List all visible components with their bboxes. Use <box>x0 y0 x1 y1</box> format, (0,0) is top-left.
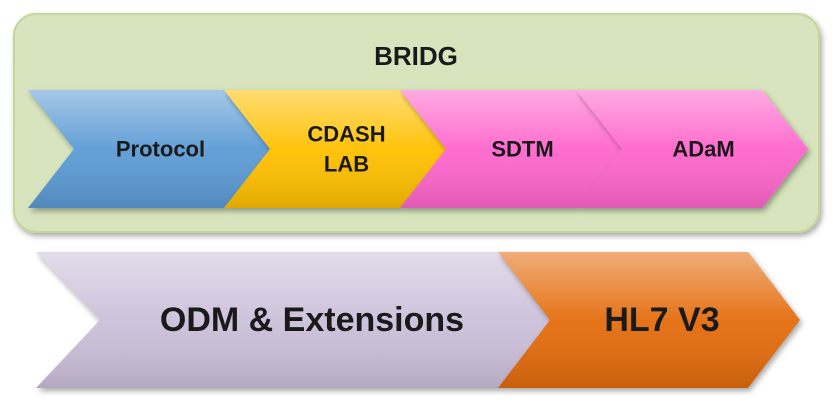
chevron-hl7-v3-gloss <box>498 252 800 388</box>
chevron-cdash-lab-label: LAB <box>324 151 369 176</box>
chevron-odm-and-extensions-label: ODM & Extensions <box>160 301 464 339</box>
bridg-title: BRIDG <box>374 41 458 71</box>
chevron-hl7-v3: HL7 V3 <box>498 252 800 388</box>
chevron-cdash-lab-gloss <box>224 90 446 208</box>
bridg-chevron-row: Protocol CDASH LAB SDTM ADaM <box>28 90 808 208</box>
chevron-sdtm-gloss <box>400 90 622 208</box>
chevron-sdtm: SDTM <box>400 90 622 208</box>
chevron-odm-and-extensions-gloss <box>36 252 550 388</box>
chevron-sdtm-label: SDTM <box>491 137 553 162</box>
chevron-protocol-label: Protocol <box>116 137 205 162</box>
chevron-adam: ADaM <box>576 90 808 208</box>
chevron-protocol-gloss <box>28 90 270 208</box>
chevron-adam-gloss <box>576 90 808 208</box>
chevron-odm-and-extensions: ODM & Extensions <box>36 252 550 388</box>
chevron-adam-label: ADaM <box>672 137 734 162</box>
chevron-hl7-v3-label: HL7 V3 <box>604 301 719 339</box>
chevron-cdash-lab: CDASH LAB <box>224 90 446 208</box>
chevron-protocol: Protocol <box>28 90 270 208</box>
standards-chevron-row: ODM & Extensions HL7 V3 <box>36 252 800 388</box>
chevron-cdash-lab-label: CDASH <box>307 122 385 147</box>
